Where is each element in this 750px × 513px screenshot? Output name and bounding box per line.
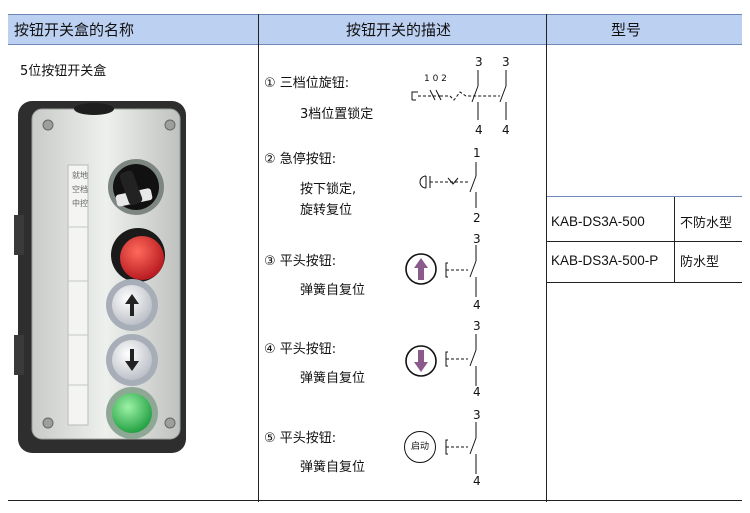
desc-line: 3档位置锁定 bbox=[300, 107, 374, 122]
contact-number: 4 bbox=[473, 298, 481, 312]
start-button-icon: 启动 bbox=[404, 431, 436, 463]
table-header bbox=[8, 14, 742, 45]
contact-number: 4 bbox=[473, 385, 481, 399]
push-button-symbol bbox=[445, 245, 477, 297]
header-product-name: 按钮开关盒的名称 bbox=[14, 21, 135, 39]
header-model: 型号 bbox=[611, 21, 642, 39]
contact-number: 4 bbox=[475, 123, 483, 137]
model-type: 防水型 bbox=[680, 255, 720, 270]
row-divider bbox=[8, 500, 742, 501]
model-code: KAB-DS3A-500 bbox=[551, 214, 645, 229]
position-labels: 1 0 2 bbox=[424, 74, 447, 84]
model-divider bbox=[547, 282, 742, 283]
desc-title: ④ 平头按钮: bbox=[264, 342, 337, 357]
selector-label: 中控 bbox=[72, 199, 88, 208]
desc-line: 按下锁定, bbox=[300, 182, 357, 197]
desc-title: ③ 平头按钮: bbox=[264, 254, 337, 269]
model-divider bbox=[547, 241, 742, 242]
desc-line: 弹簧自复位 bbox=[300, 283, 366, 298]
model-code: KAB-DS3A-500-P bbox=[551, 253, 659, 268]
push-button-symbol bbox=[445, 422, 477, 474]
contact-number: 4 bbox=[473, 474, 481, 488]
contact-number: 4 bbox=[502, 123, 510, 137]
column-divider bbox=[258, 14, 259, 502]
selector-label: 空档 bbox=[72, 185, 88, 194]
column-divider bbox=[546, 14, 547, 502]
desc-line: 弹簧自复位 bbox=[300, 460, 366, 475]
desc-title: ② 急停按钮: bbox=[264, 152, 337, 167]
contact-number: 3 bbox=[473, 232, 481, 246]
product-name: 5位按钮开关盒 bbox=[20, 64, 107, 79]
desc-title: ⑤ 平头按钮: bbox=[264, 431, 337, 446]
desc-line: 弹簧自复位 bbox=[300, 371, 366, 386]
contact-number: 1 bbox=[473, 146, 481, 160]
selector-label: 就地 bbox=[72, 171, 88, 180]
arrow-down-icon bbox=[405, 345, 437, 377]
desc-line: 旋转复位 bbox=[300, 203, 353, 218]
selector-switch-symbol bbox=[411, 70, 507, 120]
start-label: 启动 bbox=[410, 442, 429, 452]
contact-number: 3 bbox=[473, 319, 481, 333]
control-box-image bbox=[14, 101, 186, 453]
contact-number: 2 bbox=[473, 211, 481, 225]
push-button-symbol bbox=[445, 334, 477, 386]
model-divider bbox=[674, 197, 675, 282]
model-type: 不防水型 bbox=[680, 216, 733, 231]
model-divider bbox=[547, 196, 742, 197]
contact-number: 3 bbox=[473, 408, 481, 422]
arrow-up-icon bbox=[405, 253, 437, 285]
contact-number: 3 bbox=[475, 55, 483, 69]
desc-title: ① 三档位旋钮: bbox=[264, 76, 350, 91]
header-description: 按钮开关的描述 bbox=[346, 21, 452, 39]
emergency-stop-symbol bbox=[419, 162, 477, 208]
contact-number: 3 bbox=[502, 55, 510, 69]
